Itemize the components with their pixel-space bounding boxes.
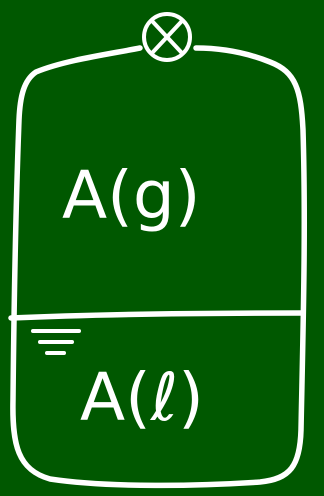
liquid-surface-icon bbox=[31, 329, 81, 355]
gas-phase-label: A(g) bbox=[62, 157, 201, 234]
liquid-surface-line bbox=[8, 310, 306, 321]
liquid-phase-label: A(ℓ) bbox=[80, 359, 204, 436]
circled-x-icon bbox=[142, 12, 192, 62]
container-outline bbox=[10, 45, 308, 489]
